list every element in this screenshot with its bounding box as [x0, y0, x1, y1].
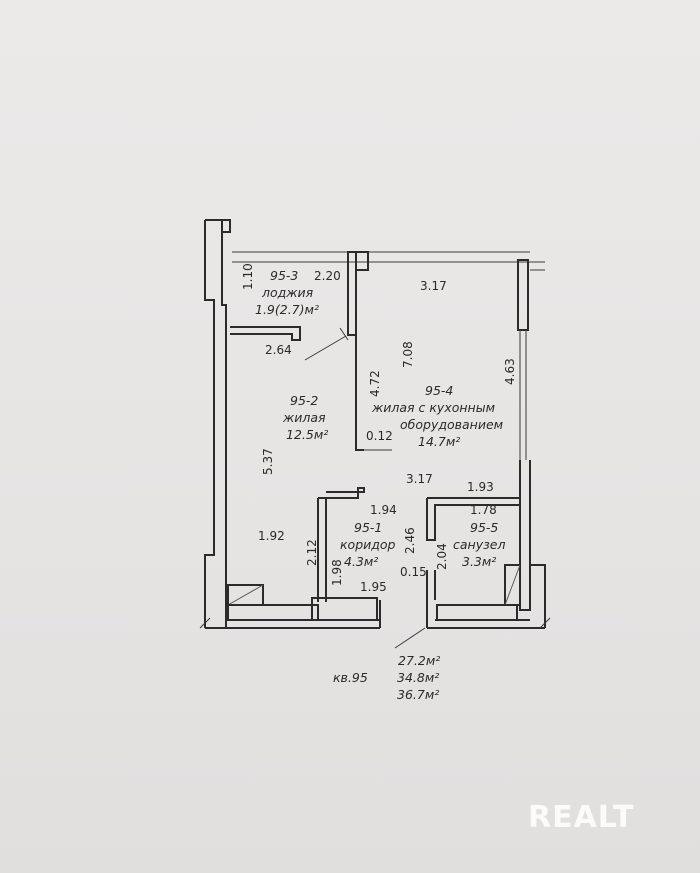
- living-code: 95-2: [290, 393, 318, 408]
- dim-7-08: 7.08: [401, 341, 415, 368]
- walls: [199, 219, 551, 649]
- dim-5-37: 5.37: [261, 448, 275, 475]
- corridor-name: коридор: [340, 537, 396, 552]
- living-area-total: 27.2м²: [398, 653, 440, 668]
- pillar-left: [347, 251, 357, 336]
- dim-1-10: 1.10: [241, 263, 255, 290]
- room-labels: 95-3 лоджия 1.9(2.7)м² 95-2 жилая 12.5м²…: [255, 268, 505, 569]
- kitchen-area: 14.7м²: [418, 434, 460, 449]
- total-area: 34.8м²: [397, 670, 439, 685]
- corridor-left-wall: [317, 498, 327, 602]
- left-inner-wall: [221, 220, 227, 628]
- dim-1-92: 1.92: [258, 529, 285, 543]
- right-wall: [519, 460, 531, 611]
- bathroom-top-wall: [426, 497, 520, 541]
- dim-2-04: 2.04: [435, 543, 449, 570]
- pillar-left-cap: [356, 251, 369, 271]
- dim-1-93: 1.93: [467, 480, 494, 494]
- shelf-block: [227, 604, 319, 621]
- dim-4-72: 4.72: [368, 370, 382, 397]
- dim-2-20: 2.20: [314, 269, 341, 283]
- total-area-with-loggia: 36.7м²: [397, 687, 439, 702]
- dim-2-64: 2.64: [265, 343, 292, 357]
- bathroom-left-wall: [426, 570, 436, 628]
- dim-0-12: 0.12: [366, 429, 393, 443]
- loggia-name: лоджия: [261, 285, 314, 300]
- hallway-block: [311, 597, 378, 621]
- kitchen-name-line2: оборудованием: [400, 417, 503, 432]
- living-name: жилая: [282, 410, 326, 425]
- living-area: 12.5м²: [286, 427, 328, 442]
- dim-4-63: 4.63: [503, 358, 517, 385]
- apartment-totals: кв.95 27.2м² 34.8м² 36.7м²: [333, 653, 440, 702]
- loggia-partition: [230, 326, 301, 341]
- bottom-wall-left: [205, 619, 380, 629]
- dim-1-98: 1.98: [330, 559, 344, 586]
- corridor-top-cap: [318, 487, 365, 499]
- corridor-code: 95-1: [354, 520, 382, 535]
- entry-door-leaf: [394, 627, 426, 649]
- corner-markers: [199, 269, 551, 629]
- loggia-code: 95-3: [270, 268, 298, 283]
- dim-1-95: 1.95: [360, 580, 387, 594]
- dim-0-15: 0.15: [400, 565, 427, 579]
- living-kitchen-wall: [355, 335, 364, 451]
- dim-1-94: 1.94: [370, 503, 397, 517]
- loggia-area: 1.9(2.7)м²: [255, 302, 319, 317]
- kitchen-code: 95-4: [425, 383, 453, 398]
- right-wall-step: [530, 564, 546, 628]
- left-outer-wall: [204, 220, 215, 628]
- dimensions: 1.10 2.20 3.17 2.64 4.72 7.08 4.63 5.37 …: [241, 263, 517, 594]
- loggia-top-cap: [205, 219, 231, 233]
- bath-shaft-hatch: [504, 564, 521, 606]
- wardrobe-hatch: [227, 584, 264, 606]
- kitchen-name-line1: жилая с кухонным: [371, 400, 495, 415]
- dim-2-12: 2.12: [305, 539, 319, 566]
- balcony-door-leaf: [304, 335, 347, 361]
- dim-3-17-top: 3.17: [420, 279, 447, 293]
- dim-1-78: 1.78: [470, 503, 497, 517]
- bath-fixture: [436, 604, 518, 621]
- pillar-right: [517, 259, 529, 331]
- apartment-number: кв.95: [333, 670, 368, 685]
- bathroom-code: 95-5: [470, 520, 498, 535]
- dim-2-46: 2.46: [403, 527, 417, 554]
- corridor-area: 4.3м²: [344, 554, 378, 569]
- realt-watermark-logo: REALT: [528, 800, 635, 835]
- dim-3-17-mid: 3.17: [406, 472, 433, 486]
- balcony-door-hinge: [339, 327, 349, 341]
- bathroom-area: 3.3м²: [462, 554, 496, 569]
- bathroom-name: санузел: [453, 537, 505, 552]
- bottom-wall-right: [427, 619, 545, 629]
